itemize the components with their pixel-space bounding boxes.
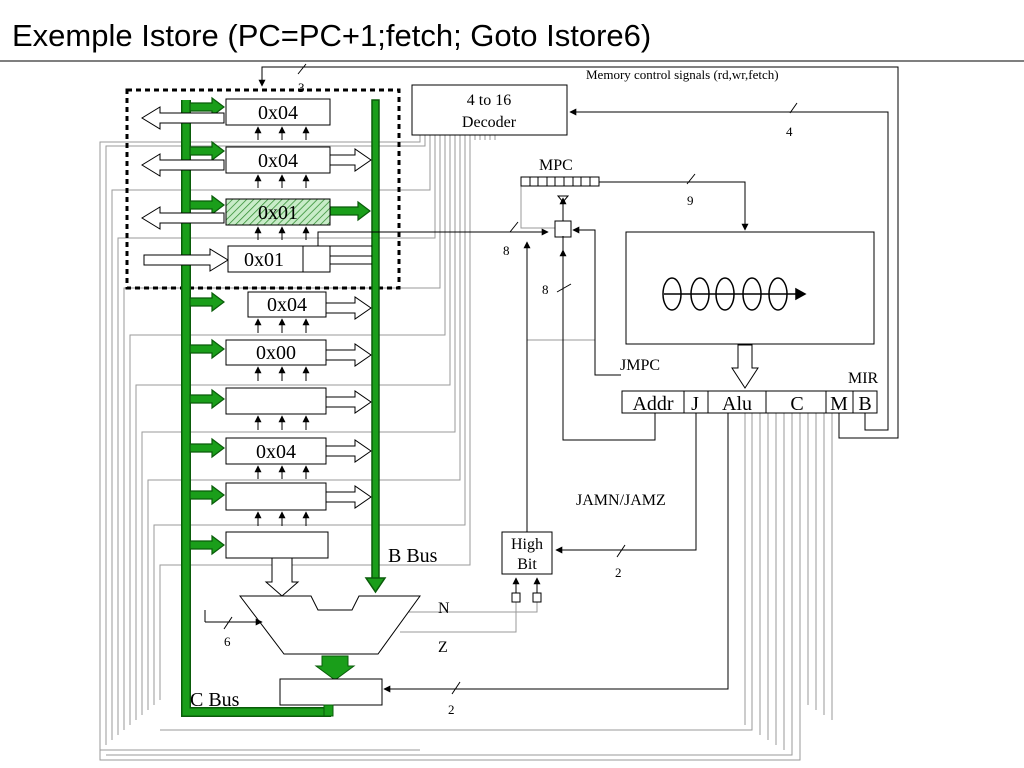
register-value: 0x04 xyxy=(258,102,298,124)
register-box xyxy=(225,146,331,174)
n-flag xyxy=(511,592,521,603)
alu xyxy=(238,595,421,655)
control-wires xyxy=(99,135,833,761)
register-box xyxy=(225,531,329,559)
memory-control-label: Memory control signals (rd,wr,fetch) xyxy=(586,67,779,82)
register-box xyxy=(225,482,327,511)
selected-registers-outline xyxy=(125,88,401,290)
control-store xyxy=(625,231,875,345)
wire-width-addr-b: 8 xyxy=(542,282,549,297)
register-box xyxy=(225,437,327,465)
mir-label: MIR xyxy=(848,370,879,387)
register-box xyxy=(225,387,327,415)
wire-width-decoder: 4 xyxy=(786,124,793,139)
mir-field-m: M xyxy=(830,393,848,415)
title-divider xyxy=(0,60,1024,62)
mir-field-alu: Alu xyxy=(722,393,752,415)
register-enable-arrows xyxy=(254,126,310,526)
wire-width-addr-a: 8 xyxy=(503,243,510,258)
memory-io-arrows xyxy=(141,106,759,597)
register-box xyxy=(225,98,331,126)
wire-width-alu: 6 xyxy=(224,634,231,649)
shifter xyxy=(279,678,383,706)
register-box-highlighted xyxy=(225,198,331,226)
b-bus-label: B Bus xyxy=(388,545,438,567)
control-store-flow xyxy=(662,277,807,311)
high-bit-label: High xyxy=(511,536,543,553)
register-value: 0x01 xyxy=(244,249,284,271)
wire-width-shifter: 2 xyxy=(448,702,455,717)
wire-width-memory: 3 xyxy=(298,80,305,95)
mir-field-j: J xyxy=(691,393,699,415)
slide-title: Exemple Istore (PC=PC+1;fetch; Goto Isto… xyxy=(12,18,652,53)
mir-register xyxy=(621,390,878,414)
jmpc-label: JMPC xyxy=(620,357,660,374)
wire-width-mpc: 9 xyxy=(687,193,694,208)
z-flag xyxy=(532,592,542,603)
mpc-label: MPC xyxy=(539,157,573,174)
register-box xyxy=(247,291,327,318)
register-split-cell xyxy=(302,245,331,273)
decoder-label: 4 to 16 xyxy=(467,92,511,109)
c-bus-register-arrows xyxy=(189,96,371,556)
register-value: 0x04 xyxy=(267,294,307,316)
wire-width-jamn: 2 xyxy=(615,565,622,580)
decoder-4to16 xyxy=(411,84,568,136)
high-bit-label: Bit xyxy=(517,556,537,573)
jamn-jamz-label: JAMN/JAMZ xyxy=(576,492,666,509)
register-value: 0x04 xyxy=(256,441,296,463)
or-node xyxy=(554,220,572,238)
register-value: 0x04 xyxy=(258,150,298,172)
n-label: N xyxy=(438,600,450,617)
c-bus-label: C Bus xyxy=(190,689,240,711)
z-label: Z xyxy=(438,639,448,656)
register-value: 0x01 xyxy=(258,202,298,224)
mir-field-c: C xyxy=(790,393,803,415)
register-file: 0x04 0x04 0x01 0x01 0x04 0x00 0x04 xyxy=(225,98,331,559)
mpc-register xyxy=(520,176,600,187)
mbr-outputs xyxy=(317,228,549,265)
register-box xyxy=(225,339,327,366)
b-bus xyxy=(371,99,380,581)
decoder-label: Decoder xyxy=(462,114,517,131)
mir-field-addr: Addr xyxy=(632,393,673,415)
mir-field-b: B xyxy=(858,393,871,415)
register-value: 0x00 xyxy=(256,342,296,364)
